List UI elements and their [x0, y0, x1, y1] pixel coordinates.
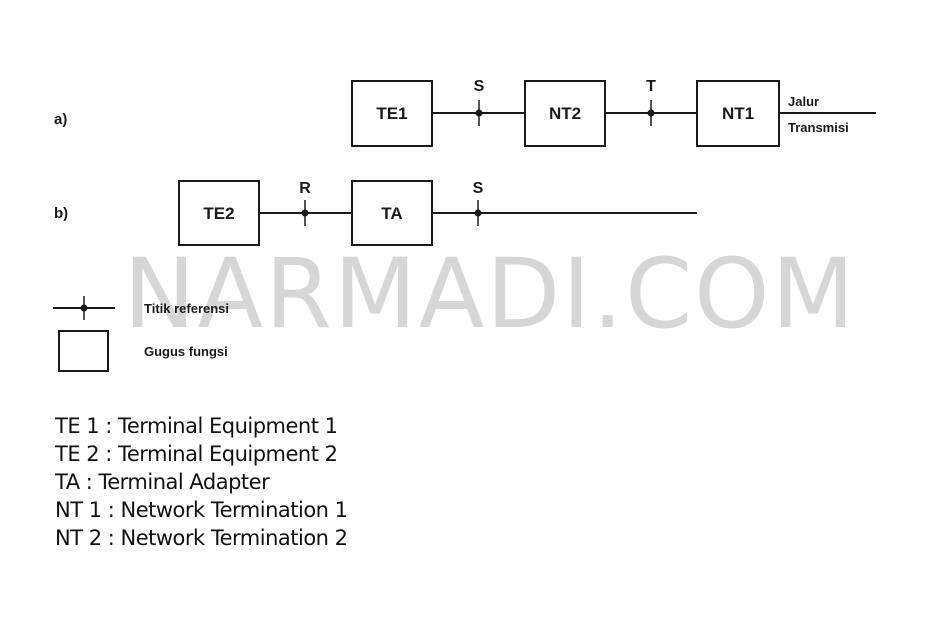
- line-label-transmisi: Transmisi: [788, 120, 849, 135]
- point-s-b-label: S: [473, 180, 484, 197]
- legend-function-group-symbol: [58, 330, 109, 372]
- reference-point-s-a: S: [474, 78, 485, 126]
- block-ta: [351, 180, 433, 246]
- reference-point-s-b: S: [473, 180, 484, 226]
- block-nt1: [696, 80, 780, 147]
- abbreviation-item: NT 1 : Network Termination 1: [55, 498, 348, 522]
- point-t-label: T: [646, 78, 656, 95]
- watermark: NARMADI.COM: [124, 238, 857, 350]
- legend-reference-point-label: Titik referensi: [144, 301, 229, 316]
- block-nt2-label: NT2: [549, 104, 581, 123]
- block-ta-label: TA: [381, 204, 402, 223]
- abbreviation-item: NT 2 : Network Termination 2: [55, 526, 348, 550]
- legend-reference-point-symbol: [53, 296, 115, 320]
- reference-point-t: T: [646, 78, 656, 126]
- row-b: b) TE2 TA R S: [54, 180, 697, 246]
- block-nt2: [524, 80, 606, 147]
- legend-function-group-label: Gugus fungsi: [144, 344, 228, 359]
- line-label-jalur: Jalur: [788, 94, 819, 109]
- block-nt1-label: NT1: [722, 104, 754, 123]
- legend: Titik referensi Gugus fungsi: [53, 296, 229, 372]
- block-te1: [351, 80, 433, 147]
- block-te2-label: TE2: [203, 204, 234, 223]
- row-a: a) TE1 NT2 NT1 S T Jalur Transmisi: [54, 78, 876, 147]
- abbreviation-item: TE 1 : Terminal Equipment 1: [55, 414, 338, 438]
- abbreviation-item: TA : Terminal Adapter: [55, 470, 270, 494]
- block-te1-label: TE1: [376, 104, 407, 123]
- row-a-label: a): [54, 111, 67, 128]
- point-s-a-label: S: [474, 78, 485, 95]
- block-te2: [178, 180, 260, 246]
- abbreviation-list: TE 1 : Terminal Equipment 1 TE 2 : Termi…: [55, 412, 348, 552]
- row-b-label: b): [54, 205, 68, 222]
- reference-point-r: R: [299, 180, 311, 226]
- point-r-label: R: [299, 180, 311, 197]
- abbreviation-item: TE 2 : Terminal Equipment 2: [55, 442, 338, 466]
